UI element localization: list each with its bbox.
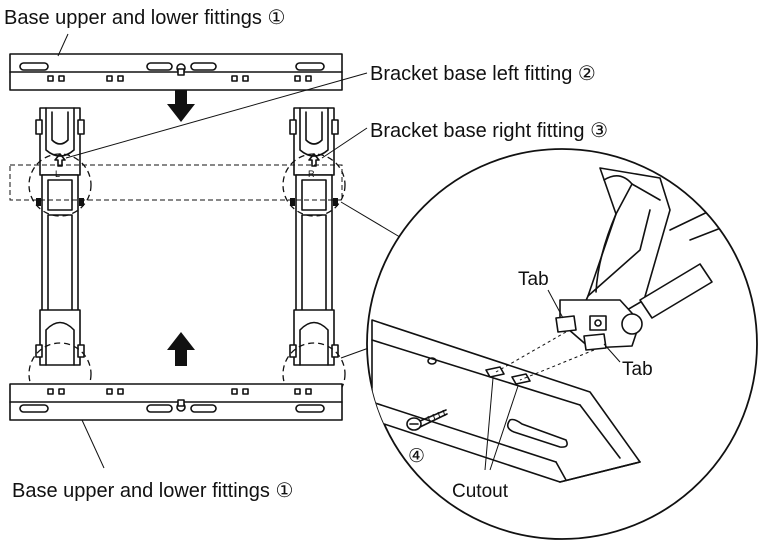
label-base-upper-lower-bottom: Base upper and lower fittings ①: [12, 480, 293, 502]
label-cutout: Cutout: [452, 481, 509, 502]
leader-tab-right: [603, 343, 621, 363]
leader-bracket-right: [321, 127, 368, 159]
detail-illustration: [371, 167, 727, 483]
bracket-left: [35, 107, 85, 366]
leader-cutout-2: [489, 385, 519, 471]
leader-tab-top: [547, 289, 564, 319]
arrow-up-icon: [167, 332, 195, 366]
junction-circles: [28, 153, 346, 406]
leader-cutout-1: [484, 377, 494, 471]
leader-base-bottom: [81, 419, 105, 469]
bracket-right: [289, 107, 339, 366]
label-tab-right: Tab: [622, 359, 653, 380]
label-base-upper-lower-top: Base upper and lower fittings ①: [4, 7, 285, 29]
leader-bracket-left: [65, 72, 368, 159]
label-tab-top: Tab: [518, 269, 549, 290]
mark-right: R: [308, 169, 315, 179]
label-bracket-left: Bracket base left fitting ②: [370, 63, 596, 85]
label-bracket-right: Bracket base right fitting ③: [370, 120, 608, 142]
screw-icon: [406, 409, 448, 431]
leader-base-top: [57, 33, 69, 57]
arrow-down-icon: [167, 90, 195, 122]
dashed-highlight-region: [9, 164, 343, 201]
mark-left: L: [55, 169, 60, 179]
label-screw-number: ④: [408, 446, 425, 467]
base-fitting-bottom: [9, 383, 343, 421]
base-fitting-top: [9, 53, 343, 91]
